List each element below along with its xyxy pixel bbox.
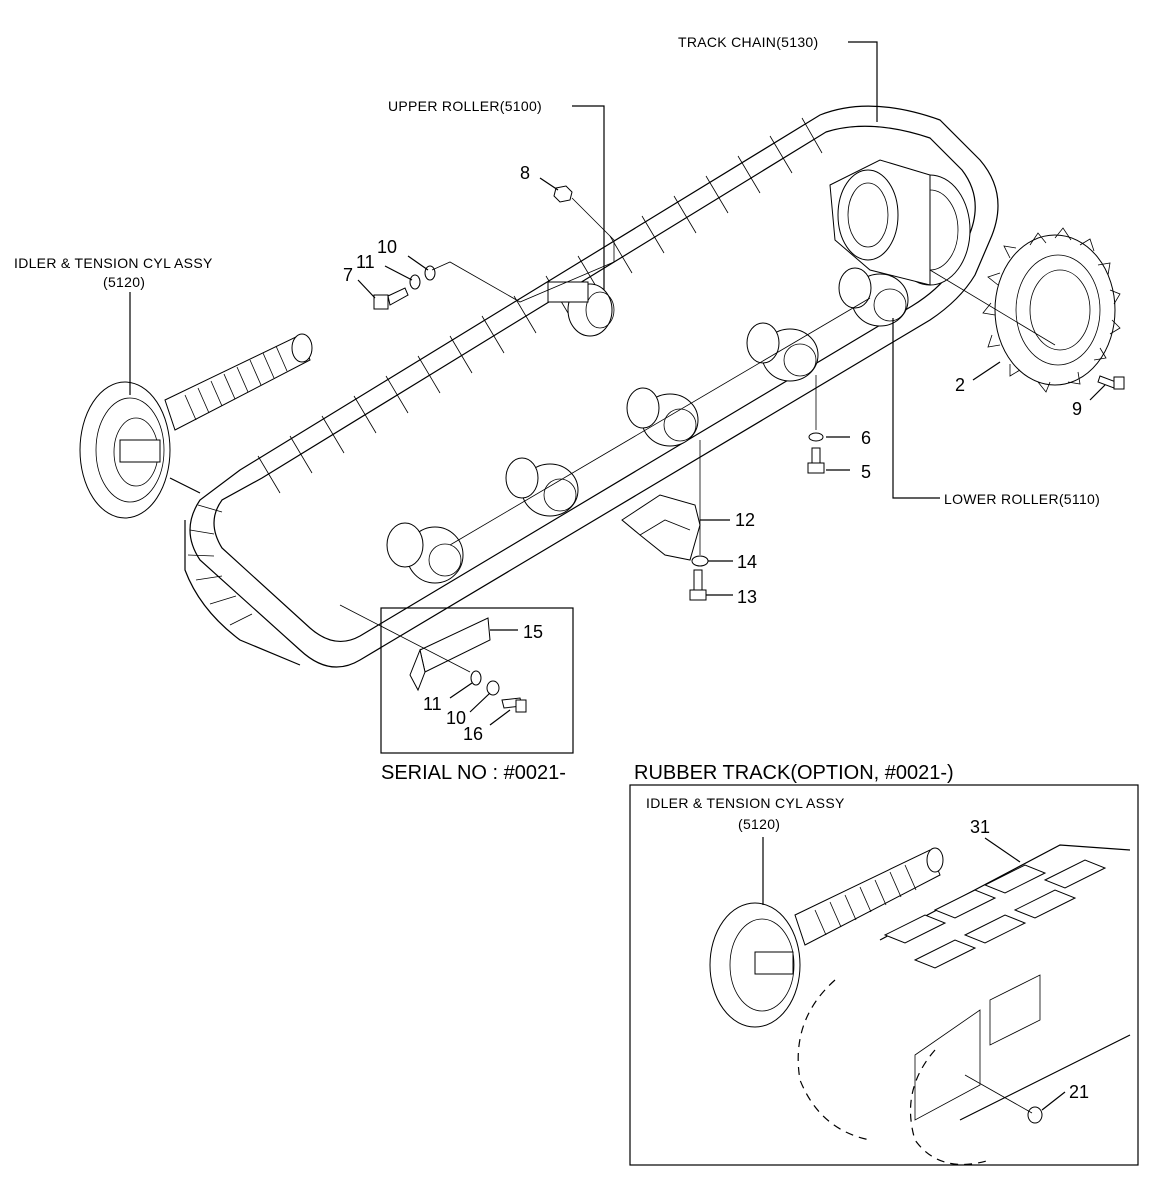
part-number-14: 14 [737, 552, 757, 572]
track-chain-label: TRACK CHAIN(5130) [678, 34, 818, 50]
idler-tension-cylinder [79, 333, 313, 519]
washer-6 [808, 432, 824, 442]
lower-roller-label: LOWER ROLLER(5110) [944, 491, 1100, 507]
part-number-31: 31 [970, 817, 990, 837]
part-number-9: 9 [1072, 399, 1082, 419]
part-number-10-top: 10 [377, 237, 397, 257]
lower-roller-4 [746, 322, 819, 382]
part-number-10-inset: 10 [446, 708, 466, 728]
lower-roller-5 [838, 267, 909, 327]
lower-roller-1 [386, 522, 464, 584]
bolt-9 [1097, 375, 1125, 390]
part-number-13: 13 [737, 587, 757, 607]
part-number-11-inset: 11 [423, 694, 442, 714]
rubber-track-caption: RUBBER TRACK(OPTION, #0021-) [634, 762, 954, 784]
part-number-21: 21 [1069, 1082, 1089, 1102]
lower-roller-2 [505, 457, 579, 517]
serial-inset [339, 604, 574, 754]
bolt-13 [689, 569, 707, 601]
part-number-6: 6 [861, 428, 871, 448]
washer-10-top [424, 265, 436, 281]
part-number-12: 12 [735, 510, 755, 530]
washer-11-top [409, 274, 421, 290]
part-number-7: 7 [343, 265, 353, 285]
inset-idler-assy-label: IDLER & TENSION CYL ASSY [646, 795, 845, 811]
part-number-5: 5 [861, 462, 871, 482]
upper-roller [547, 281, 615, 337]
bolt-7 [373, 287, 409, 310]
bolt-5 [807, 447, 825, 474]
part-number-16: 16 [463, 724, 483, 744]
part-number-2: 2 [955, 375, 965, 395]
part-number-15: 15 [523, 622, 543, 642]
sprocket [982, 227, 1121, 393]
leader-lines [129, 41, 1106, 1114]
serial-no-caption: SERIAL NO : #0021- [381, 762, 566, 784]
inset-idler-assy-code: (5120) [738, 816, 780, 832]
lower-roller-3 [626, 387, 699, 447]
idler-assy-label: IDLER & TENSION CYL ASSY [14, 255, 213, 271]
upper-roller-label: UPPER ROLLER(5100) [388, 98, 542, 114]
part-number-8: 8 [520, 163, 530, 183]
guard-12 [621, 494, 701, 561]
nut-8 [553, 185, 573, 203]
idler-assy-code: (5120) [103, 274, 145, 290]
washer-14 [691, 555, 709, 567]
rubber-track-inset [629, 784, 1139, 1166]
drive-motor [829, 159, 971, 286]
lower-rollers [386, 267, 909, 584]
part-number-11-top: 11 [356, 252, 375, 272]
